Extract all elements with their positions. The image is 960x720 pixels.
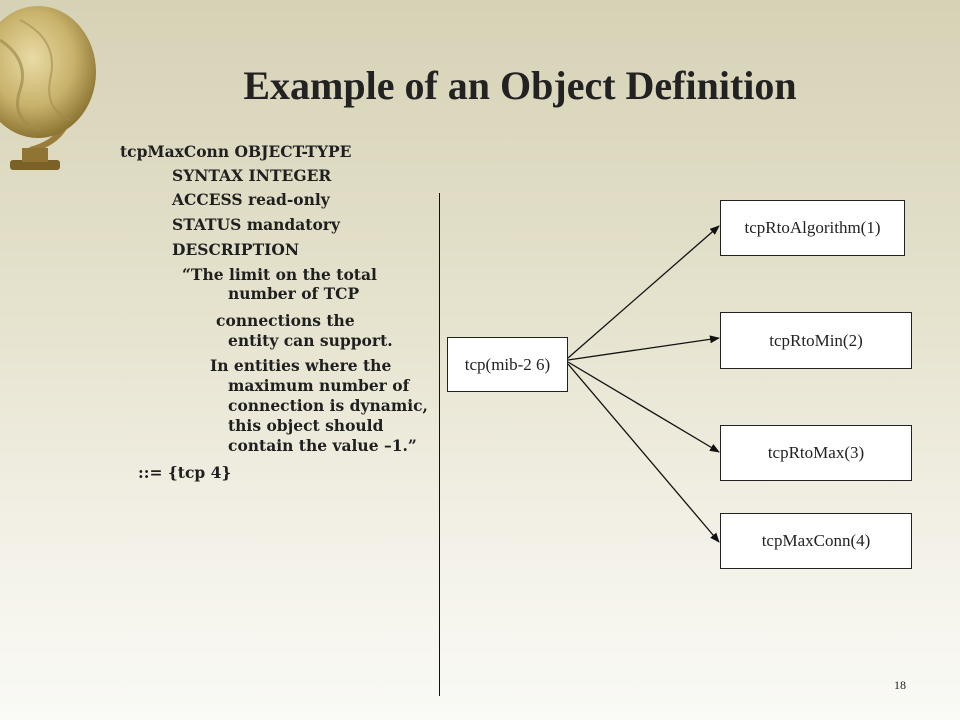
page-number: 18 xyxy=(894,678,906,692)
definition-line: entity can support. xyxy=(228,331,393,350)
tree-child-node: tcpRtoMax(3) xyxy=(720,425,912,481)
definition-line: maximum number of xyxy=(228,376,410,395)
definition-line: In entities where the xyxy=(210,356,392,375)
arrow-to-tcpRtoAlgorithm xyxy=(567,225,720,359)
slide-title: Example of an Object Definition xyxy=(243,63,797,108)
tree-child-node: tcpRtoAlgorithm(1) xyxy=(720,200,905,256)
tree-root-node: tcp(mib-2 6) xyxy=(447,337,568,392)
definition-line: ACCESS read-only xyxy=(172,190,330,209)
definition-line: STATUS mandatory xyxy=(172,215,340,234)
definition-line: tcpMaxConn OBJECT-TYPE xyxy=(120,142,352,161)
definition-line: contain the value –1.” xyxy=(228,436,417,455)
vertical-divider xyxy=(439,193,440,696)
definition-line: number of TCP xyxy=(228,284,360,303)
definition-line: SYNTAX INTEGER xyxy=(172,166,332,185)
definition-line: this object should xyxy=(228,416,384,435)
tree-child-node: tcpRtoMin(2) xyxy=(720,312,912,369)
definition-line: connection is dynamic, xyxy=(228,396,428,415)
arrow-to-tcpRtoMax xyxy=(567,361,720,453)
tree-child-node: tcpMaxConn(4) xyxy=(720,513,912,569)
definition-line: connections the xyxy=(216,311,355,330)
arrow-to-tcpRtoMin xyxy=(567,335,720,361)
globe-icon xyxy=(0,6,96,170)
object-definition: tcpMaxConn OBJECT-TYPE SYNTAX INTEGER AC… xyxy=(0,0,470,500)
definition-line: ::= {tcp 4} xyxy=(138,463,232,482)
definition-line: “The limit on the total xyxy=(182,265,377,284)
definition-line: DESCRIPTION xyxy=(172,240,300,259)
arrow-to-tcpMaxConn xyxy=(567,363,720,543)
